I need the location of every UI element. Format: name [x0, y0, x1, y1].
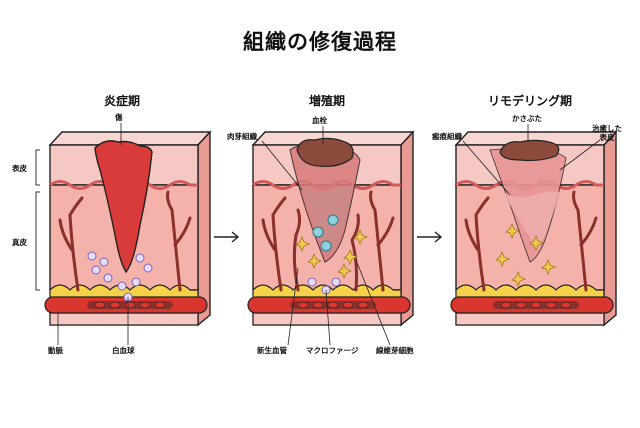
label-macrophage: マクロファージ [306, 346, 359, 355]
label-healed-epidermis-line2: 表皮 [599, 132, 615, 142]
panel-proliferation [247, 126, 415, 346]
label-blood-clot: 血栓 [312, 116, 327, 125]
stage-title-proliferation: 増殖期 [308, 94, 345, 108]
label-healed-epidermis-line1: 治癒した [592, 124, 622, 133]
label-scab: かさぶた [512, 114, 542, 123]
page-title: 組織の修復過程 [243, 30, 397, 54]
side-brackets [35, 149, 40, 291]
label-epidermis: 表皮 [12, 164, 27, 173]
label-new-vessel: 新生血管 [257, 346, 287, 355]
label-scar-tissue: 瘢痕組織 [432, 132, 462, 141]
label-wound: 傷 [115, 113, 123, 122]
label-fibroblast: 線維芽細胞 [376, 346, 414, 355]
label-artery: 動脈 [48, 346, 63, 355]
stage-title-inflammation: 炎症期 [103, 94, 140, 108]
label-dermis: 真皮 [12, 238, 27, 247]
arrow-2 [417, 231, 443, 243]
arrow-1 [214, 231, 240, 243]
stage-title-remodeling: リモデリング期 [487, 94, 572, 108]
panel-remodeling [450, 124, 618, 327]
label-granulation-tissue: 肉芽組織 [227, 132, 257, 141]
label-healed-epidermis: 治癒した 表皮 [592, 124, 622, 142]
label-white-blood-cell: 白血球 [112, 346, 135, 355]
panel-inflammation [44, 123, 212, 345]
